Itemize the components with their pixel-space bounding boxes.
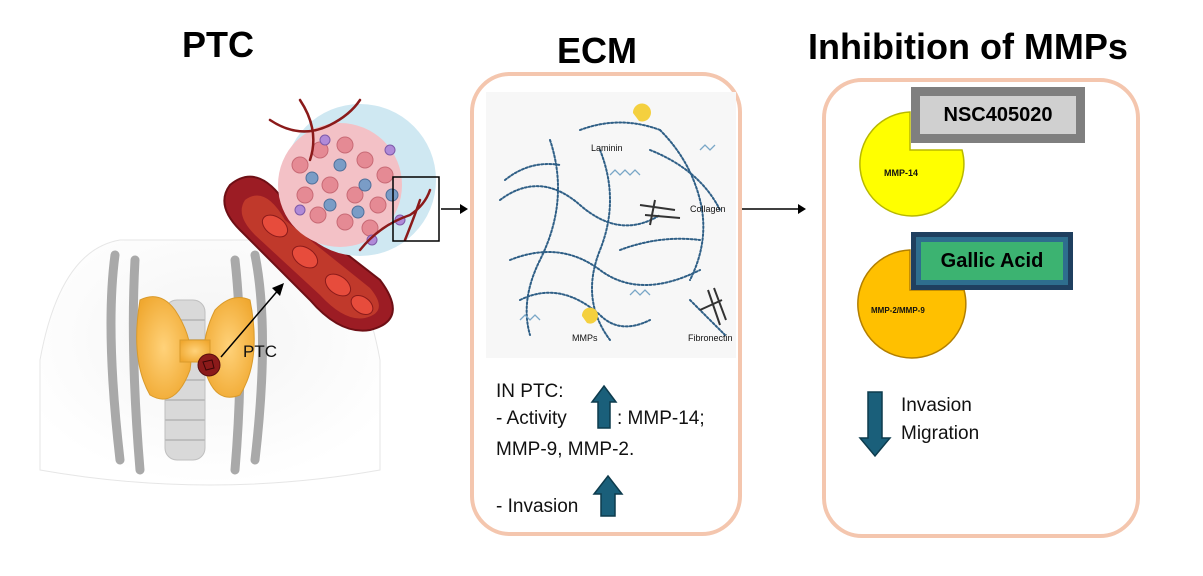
mmp-pacman-icon: [632, 103, 651, 122]
outcome-migration: Migration: [901, 423, 980, 444]
ecm-label-laminin: Laminin: [591, 143, 623, 153]
up-arrow-icon: [592, 474, 624, 517]
down-arrow-icon: [858, 391, 892, 458]
tumor-tissue-magnified: [268, 98, 440, 256]
ecm-label-fibronectin: Fibronectin: [688, 333, 733, 343]
up-arrow-icon: [590, 384, 618, 429]
flow-arrow-icon: [798, 204, 806, 214]
gallic-acid-label: Gallic Acid: [940, 249, 1044, 272]
ecm-text-line2b: : MMP-14;: [617, 408, 705, 429]
mmp-pacman-icon: [581, 307, 598, 324]
mmp29-enzyme-shape: [857, 249, 967, 359]
ecm-text-line1: IN PTC:: [496, 381, 564, 402]
mmp29-label: MMP-2/MMP-9: [871, 306, 925, 315]
ecm-text-line4: - Invasion: [496, 496, 579, 517]
outcome-invasion: Invasion: [901, 395, 972, 416]
thyroid-illustration: [39, 239, 381, 486]
nsc405020-label: NSC405020: [943, 103, 1053, 126]
flow-arrow-icon: [272, 283, 284, 296]
ecm-text-line2a: - Activity: [496, 408, 567, 429]
title-ptc: PTC: [182, 24, 254, 65]
title-ecm: ECM: [557, 30, 637, 71]
ecm-text-line3: MMP-9, MMP-2.: [496, 439, 635, 460]
ecm-image-area: [486, 92, 736, 358]
title-inhibition: Inhibition of MMPs: [808, 26, 1128, 67]
mmp14-enzyme-shape: [859, 111, 965, 217]
ecm-label-mmps: MMPs: [572, 333, 598, 343]
tumor-label: PTC: [243, 342, 277, 361]
mmp14-label: MMP-14: [884, 168, 919, 178]
ecm-fibers: [499, 121, 726, 341]
flow-arrow-icon: [460, 204, 468, 214]
blood-vessel: [223, 175, 394, 332]
ecm-label-collagen: Collagen: [690, 204, 726, 214]
